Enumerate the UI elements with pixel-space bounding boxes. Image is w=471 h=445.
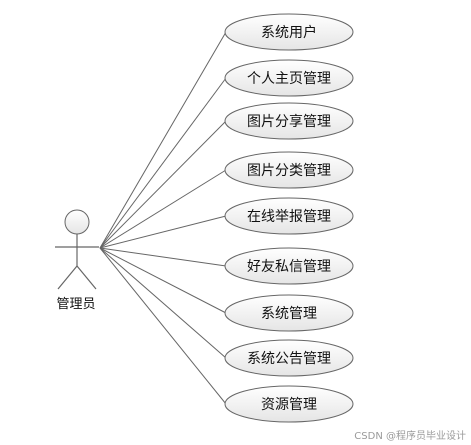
use-case-label: 系统用户 — [261, 24, 317, 41]
association-line-8 — [99, 247, 227, 359]
use-case-profile-management: 个人主页管理 — [224, 59, 354, 97]
use-case-ellipse — [224, 151, 354, 189]
use-case-ellipse — [224, 197, 354, 235]
association-lines — [99, 31, 227, 405]
actor-left-leg — [57, 265, 78, 290]
use-case-ellipse — [224, 294, 354, 332]
actor-right-leg — [76, 265, 97, 290]
use-case-ellipse — [224, 385, 354, 423]
actor-administrator: 管理员 — [55, 209, 99, 312]
association-line-7 — [99, 247, 227, 314]
use-case-label: 系统管理 — [261, 306, 317, 322]
association-line-1 — [99, 31, 227, 249]
use-case-label: 个人主页管理 — [247, 71, 331, 87]
association-line-3 — [99, 120, 227, 249]
use-case-friend-message-management: 好友私信管理 — [224, 247, 354, 285]
association-line-9 — [99, 247, 227, 405]
use-case-ellipse — [224, 13, 354, 51]
use-case-image-category-management: 图片分类管理 — [224, 151, 354, 189]
association-line-5 — [99, 215, 227, 249]
use-case-ellipse — [224, 247, 354, 285]
use-case-online-report-management: 在线举报管理 — [224, 197, 354, 235]
use-case-label: 系统公告管理 — [247, 351, 331, 367]
association-line-6 — [99, 247, 227, 267]
use-case-label: 图片分享管理 — [247, 113, 331, 130]
use-case-label: 好友私信管理 — [247, 259, 331, 275]
use-case-label: 在线举报管理 — [247, 209, 331, 225]
use-cases: 系统用户 个人主页管理 图片分享管理 图片分类管理 在线举报管理 好友私信管理 … — [224, 13, 354, 423]
actor-head — [64, 209, 90, 235]
association-line-4 — [99, 169, 227, 249]
use-case-system-user: 系统用户 — [224, 13, 354, 51]
use-case-system-announcement-management: 系统公告管理 — [224, 339, 354, 377]
use-case-label: 图片分类管理 — [247, 163, 331, 179]
use-case-label: 资源管理 — [261, 397, 317, 413]
use-case-resource-management: 资源管理 — [224, 385, 354, 423]
association-line-2 — [99, 77, 227, 249]
watermark: CSDN @程序员毕业设计 — [354, 429, 466, 442]
use-case-ellipse — [224, 102, 354, 140]
use-case-ellipse — [224, 59, 354, 97]
use-case-image-sharing-management: 图片分享管理 — [224, 102, 354, 140]
use-case-system-management: 系统管理 — [224, 294, 354, 332]
actor-label: 管理员 — [56, 297, 95, 312]
use-case-ellipse — [224, 339, 354, 377]
